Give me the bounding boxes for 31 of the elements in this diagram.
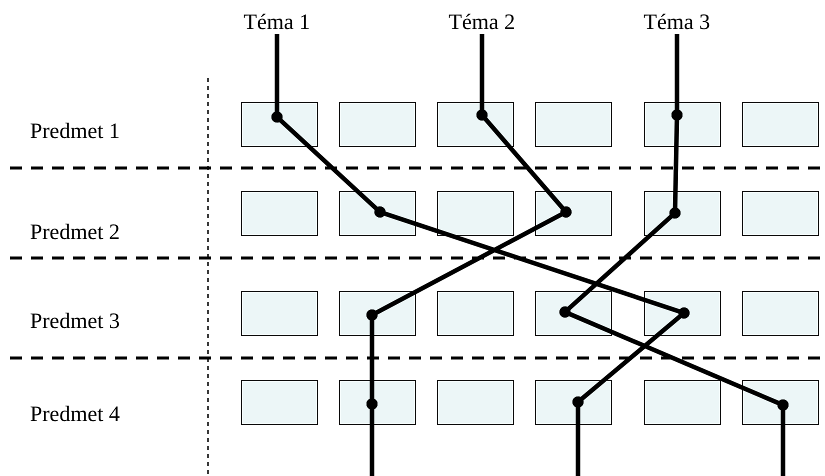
subject-box <box>742 102 819 147</box>
subject-box <box>742 380 819 425</box>
subject-box <box>437 380 514 425</box>
topic-label: Téma 1 <box>244 10 310 34</box>
subject-box <box>241 291 318 336</box>
subject-box <box>644 102 721 147</box>
row-label: Predmet 1 <box>30 119 120 143</box>
row-label: Predmet 2 <box>30 220 120 244</box>
subject-box <box>742 191 819 236</box>
subject-box <box>644 191 721 236</box>
connector-line <box>777 399 789 476</box>
topic-label: Téma 3 <box>644 10 710 34</box>
subject-box <box>535 380 612 425</box>
topic-label: Téma 2 <box>448 10 516 34</box>
subject-box <box>339 102 416 147</box>
row-label: Predmet 3 <box>30 309 120 333</box>
connector-line <box>366 398 378 476</box>
subject-box <box>742 291 819 336</box>
subject-box <box>437 102 514 147</box>
subject-box <box>437 291 514 336</box>
subject-box <box>241 102 318 147</box>
row-label: Predmet 4 <box>30 402 120 426</box>
subject-box <box>241 191 318 236</box>
subject-box <box>535 102 612 147</box>
subject-box <box>535 191 612 236</box>
subject-box <box>339 191 416 236</box>
subject-box <box>339 380 416 425</box>
subject-box <box>241 380 318 425</box>
subject-box <box>644 380 721 425</box>
subject-box <box>437 191 514 236</box>
connector-line <box>572 396 584 476</box>
